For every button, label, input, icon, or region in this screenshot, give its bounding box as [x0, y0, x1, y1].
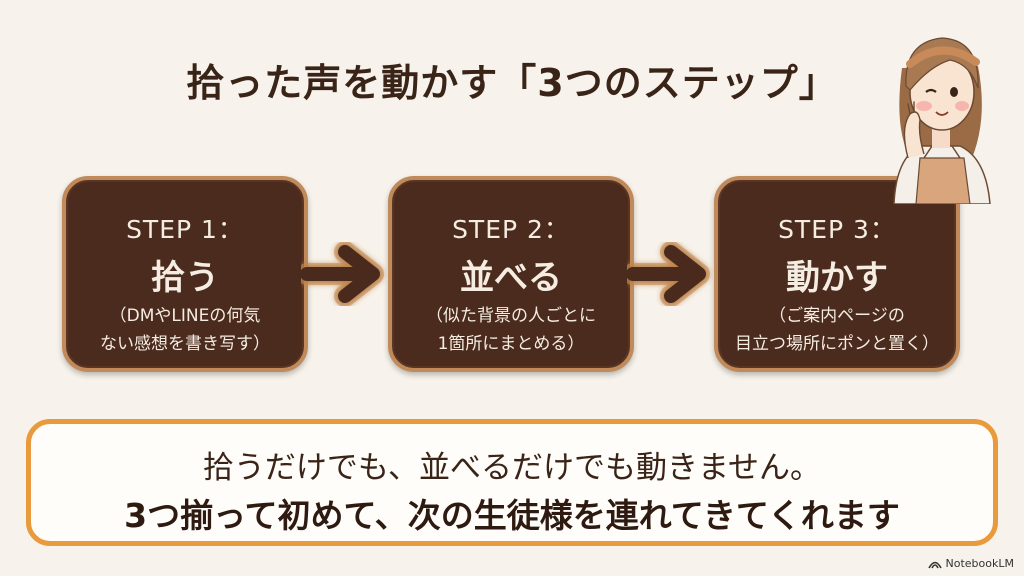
step-description: （似た背景の人ごとに 1箇所にまとめる）	[392, 302, 630, 358]
step-description: （ご案内ページの 目立つ場所にポンと置く）	[718, 302, 956, 358]
step-description-line: ない感想を書き写す）	[100, 334, 270, 354]
watermark-text: NotebookLM	[945, 557, 1014, 570]
step-description-line: （似た背景の人ごとに	[426, 306, 596, 326]
step-label: STEP 3：	[778, 215, 896, 244]
step-description-line: （DMやLINEの何気	[109, 306, 261, 326]
watermark: NotebookLM	[927, 557, 1014, 570]
step-label: STEP 2：	[452, 215, 570, 244]
step-description-line: 1箇所にまとめる）	[437, 334, 585, 354]
right-arrow-icon	[627, 242, 710, 306]
step-description: （DMやLINEの何気 ない感想を書き写す）	[66, 302, 304, 358]
message-line-2: 3つ揃って初めて、次の生徒様を連れてきてくれます	[124, 496, 900, 535]
message-line-1: 拾うだけでも、並べるだけでも動きません。	[202, 450, 822, 486]
step-card-2: STEP 2： 並べる （似た背景の人ごとに 1箇所にまとめる）	[388, 176, 634, 372]
step-name: 拾う	[151, 258, 219, 298]
step-card-3: STEP 3： 動かす （ご案内ページの 目立つ場所にポンと置く）	[714, 176, 960, 372]
step-description-line: 目立つ場所にポンと置く）	[735, 334, 939, 354]
message-box: 拾うだけでも、並べるだけでも動きません。 3つ揃って初めて、次の生徒様を連れてき…	[26, 419, 998, 546]
notebooklm-logo-icon	[927, 561, 942, 568]
woman-winking-illustration	[893, 37, 991, 204]
step-card-1: STEP 1： 拾う （DMやLINEの何気 ない感想を書き写す）	[62, 176, 308, 372]
step-description-line: （ご案内ページの	[769, 306, 905, 326]
step-name: 動かす	[786, 258, 888, 298]
page-title: 拾った声を動かす「3つのステップ」	[186, 61, 838, 105]
step-label: STEP 1：	[126, 215, 244, 244]
right-arrow-icon	[301, 242, 384, 306]
step-name: 並べる	[460, 258, 562, 298]
